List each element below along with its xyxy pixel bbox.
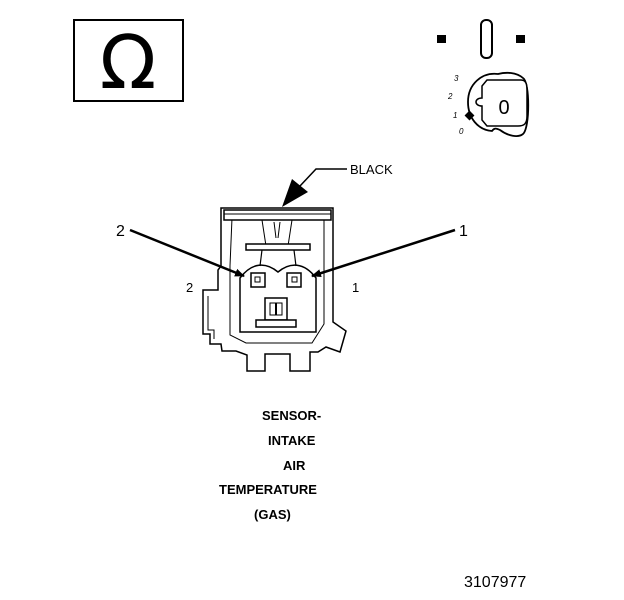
- color-leader-line: [299, 168, 347, 187]
- connector-housing: [202, 207, 347, 372]
- cavity-pocket: [239, 264, 317, 333]
- latch-slot-left: [273, 221, 277, 239]
- latch-stem-right: [293, 249, 297, 267]
- component-label-line-4: TEMPERATURE: [219, 482, 317, 497]
- connector-latch: [261, 219, 293, 247]
- color-callout: BLACK: [350, 162, 393, 177]
- figure-number: 3107977: [464, 574, 526, 591]
- ignition-switch-symbol: 3 2 1 0 0: [437, 19, 530, 137]
- locking-tab: [223, 209, 332, 221]
- ignition-position-3: 3: [454, 74, 459, 83]
- ignition-position-0: 0: [459, 127, 464, 136]
- connector-side-step: [207, 296, 215, 339]
- ignition-slot-indicator: [480, 19, 493, 59]
- component-label-line-3: AIR: [283, 458, 306, 473]
- latch-bar: [245, 243, 311, 251]
- ignition-on-indicator: [516, 35, 525, 43]
- pin-number-right: 1: [352, 280, 359, 295]
- callouts: BLACK 2 1: [116, 162, 468, 278]
- component-label-line-5: (GAS): [254, 507, 291, 522]
- ohmmeter-symbol: Ω: [73, 19, 184, 106]
- right-cavity-callout: 1: [459, 223, 468, 240]
- component-label: SENSOR- INTAKE AIR TEMPERATURE (GAS): [219, 408, 321, 522]
- color-arrowhead: [282, 179, 308, 207]
- latch-slot-right: [277, 221, 281, 239]
- pin-number-left: 2: [186, 280, 193, 295]
- ignition-position-1: 1: [453, 111, 457, 120]
- right-cavity-arrow: [311, 228, 456, 278]
- connector-inner-wall: [229, 217, 325, 344]
- ignition-off-indicator: [437, 35, 446, 43]
- ignition-key-icon: [475, 79, 528, 127]
- component-label-line-2: INTAKE: [268, 433, 316, 448]
- left-cavity-arrow: [129, 228, 245, 278]
- ohm-icon: Ω: [100, 20, 157, 106]
- latch-stem-left: [259, 249, 263, 267]
- ignition-key-label: 0: [498, 97, 509, 119]
- component-label-line-1: SENSOR-: [262, 408, 321, 423]
- left-cavity-callout: 2: [116, 223, 125, 240]
- terminal-2: [250, 272, 266, 288]
- terminal-1: [286, 272, 302, 288]
- ignition-position-2: 2: [447, 92, 453, 101]
- connector-face: 2 1: [186, 207, 359, 372]
- keying-post: [255, 297, 297, 328]
